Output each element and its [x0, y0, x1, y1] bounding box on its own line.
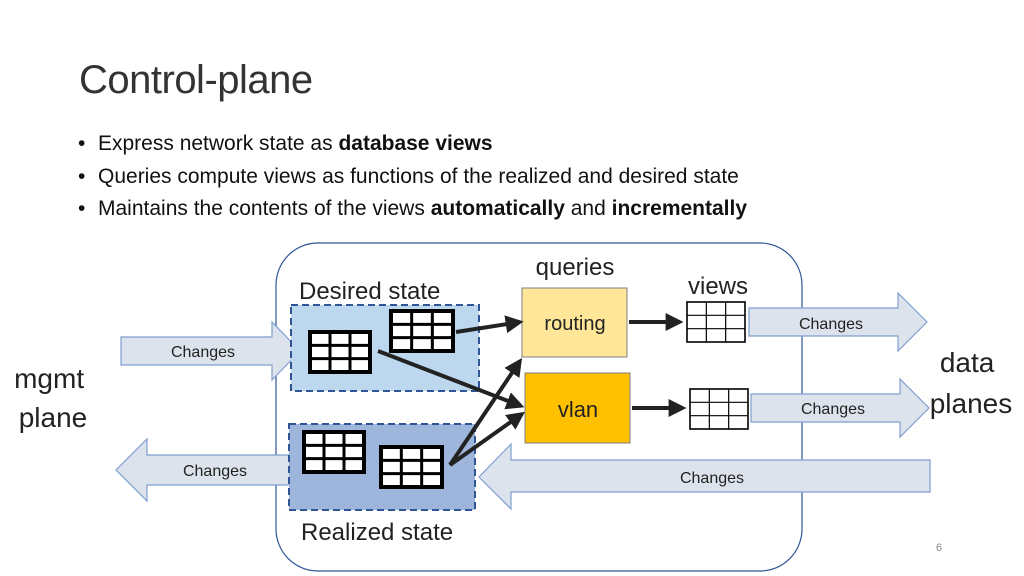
- data-planes-line-1: data: [940, 347, 995, 378]
- table-icons: [302, 301, 749, 489]
- view-table-icon: [689, 388, 749, 430]
- views-label: views: [688, 273, 748, 300]
- data-out-routing-arrow: [748, 291, 928, 353]
- bullet-dot: •: [78, 164, 86, 188]
- bullet-segment: Queries compute views as functions of th…: [98, 164, 739, 188]
- vlan-query-label: vlan: [558, 397, 598, 422]
- realized-table-icon: [302, 430, 366, 474]
- mgmt-in-arrow: [120, 320, 301, 382]
- table-frame: [686, 301, 746, 343]
- table-frame: [379, 445, 444, 489]
- bullet-text: Express network state as database views: [98, 132, 493, 155]
- desired-table-icon: [308, 330, 372, 374]
- bullet-list: • Express network state as database views…: [78, 128, 747, 226]
- data-planes-line-2: planes: [930, 388, 1013, 419]
- table-frame: [308, 330, 372, 374]
- realized-to-routing-arrow: [448, 358, 523, 467]
- data-out-vlan-arrow: [750, 377, 930, 439]
- bullet-segment: and: [564, 197, 612, 220]
- bullet-item: • Queries compute views as functions of t…: [78, 161, 747, 194]
- realized-to-vlan-arrow: [448, 411, 525, 467]
- view-table-icon: [686, 301, 746, 343]
- realized-state-label: Realized state: [301, 519, 453, 546]
- bullet-emphasis: database views: [338, 132, 493, 155]
- bullet-text: Queries compute views as functions of th…: [98, 165, 739, 188]
- bullet-emphasis: automatically: [430, 197, 565, 220]
- routing-query-box: [521, 287, 628, 358]
- mgmt-in-arrow-label: Changes: [171, 344, 235, 361]
- desired-state-label: Desired state: [299, 278, 440, 305]
- bullet-text: Maintains the contents of the views auto…: [98, 197, 747, 220]
- mgmt-out-arrow-label: Changes: [183, 463, 247, 480]
- routing-query-label: routing: [544, 313, 605, 335]
- mgmt-out-arrow: [115, 437, 301, 503]
- desired-to-routing-arrow: [455, 315, 524, 334]
- mgmt-plane-label: mgmt plane: [14, 363, 92, 433]
- data-in-arrow: [478, 442, 931, 511]
- slide-title: Control-plane: [79, 58, 313, 102]
- table-frame: [389, 309, 455, 353]
- queries-label: queries: [536, 254, 615, 281]
- bullet-dot: •: [78, 132, 86, 155]
- desired-table-icon: [389, 309, 455, 353]
- bullet-dot: •: [78, 197, 86, 220]
- bullet-segment: Maintains the contents of the views: [98, 197, 431, 220]
- data-in-arrow-label: Changes: [680, 470, 744, 487]
- mgmt-plane-line-1: mgmt: [14, 363, 84, 394]
- bullet-emphasis: incrementally: [611, 197, 748, 220]
- bullet-item: • Maintains the contents of the views aut…: [78, 193, 747, 226]
- table-frame: [689, 388, 749, 430]
- bullet-item: • Express network state as database views: [78, 128, 747, 161]
- mgmt-plane-line-2: plane: [19, 402, 88, 433]
- data-out-routing-arrow-label: Changes: [799, 316, 863, 333]
- data-out-vlan-arrow-label: Changes: [801, 401, 865, 418]
- page-number: 6: [936, 542, 943, 554]
- data-planes-label: data planes: [930, 347, 1013, 419]
- vlan-query-box: [524, 372, 631, 444]
- bullet-segment: Express network state as: [98, 132, 339, 155]
- table-frame: [302, 430, 366, 474]
- realized-table-icon: [379, 445, 444, 489]
